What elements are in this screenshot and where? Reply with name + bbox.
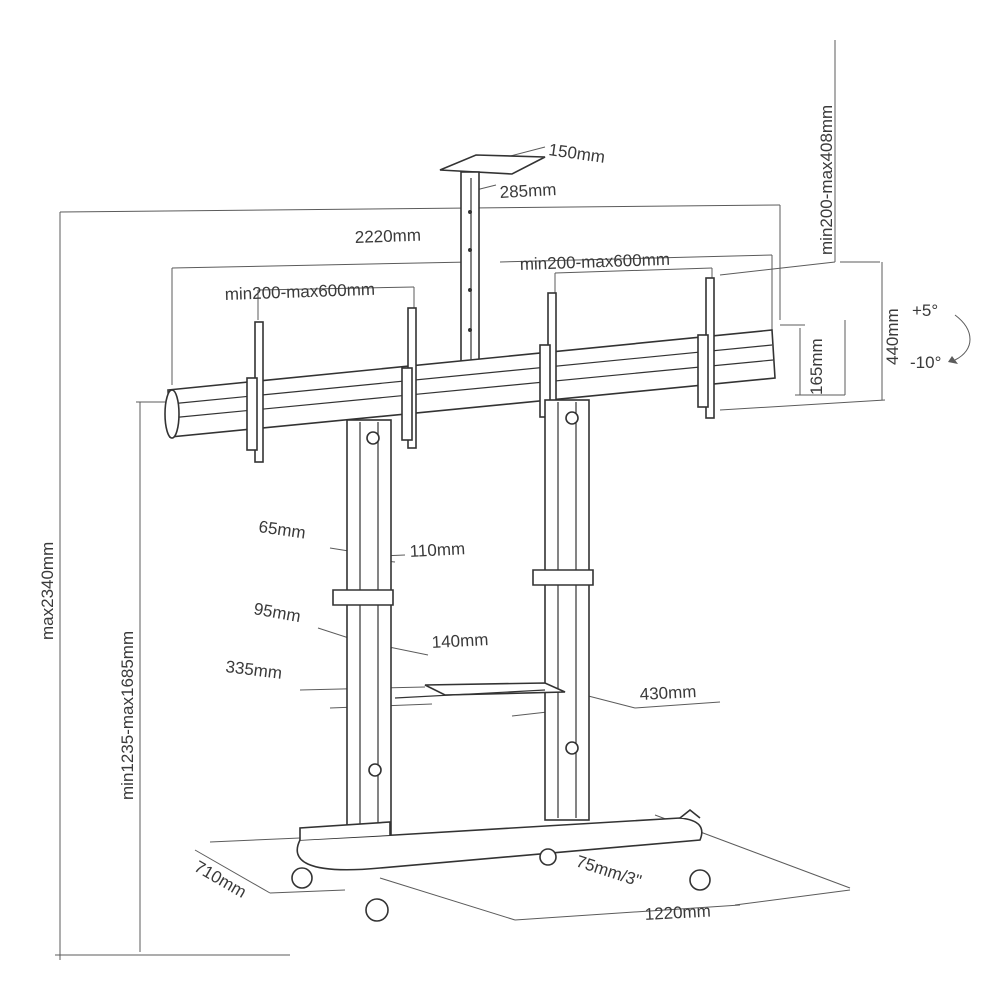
label-shelf-bracket-inner: 95mm — [252, 599, 302, 626]
label-top-plate-depth: 285mm — [499, 180, 557, 202]
label-total-height: max2340mm — [38, 542, 57, 640]
mounting-beam — [164, 329, 776, 439]
label-beam-height-range: min1235-max1685mm — [118, 631, 137, 800]
label-top-plate-width: 150mm — [547, 140, 606, 167]
label-beam-height: 165mm — [807, 338, 826, 395]
label-column-inner: 65mm — [257, 517, 306, 542]
label-column-outer: 110mm — [409, 539, 465, 561]
columns — [332, 399, 594, 841]
tilt-arrow-icon — [954, 314, 971, 361]
shelf — [394, 682, 566, 699]
label-vesa-right-top: min200-max408mm — [817, 105, 836, 255]
label-vesa-left: min200-max600mm — [224, 280, 375, 304]
tilt-arrow-head-icon — [948, 356, 958, 364]
label-tilt-up: +5° — [912, 301, 938, 320]
label-bracket-height: 440mm — [883, 308, 902, 365]
label-total-width: 2220mm — [354, 226, 421, 247]
label-shelf-bracket-outer: 140mm — [431, 630, 489, 652]
label-tilt-down: -10° — [910, 353, 941, 372]
label-base-width: 1220mm — [644, 902, 711, 924]
label-shelf-depth: 335mm — [225, 657, 284, 683]
label-caster: 75mm/3" — [574, 852, 644, 891]
vesa-brackets — [246, 277, 715, 463]
base — [291, 808, 711, 922]
label-shelf-width: 430mm — [639, 682, 697, 704]
label-base-depth: 710mm — [191, 857, 250, 902]
